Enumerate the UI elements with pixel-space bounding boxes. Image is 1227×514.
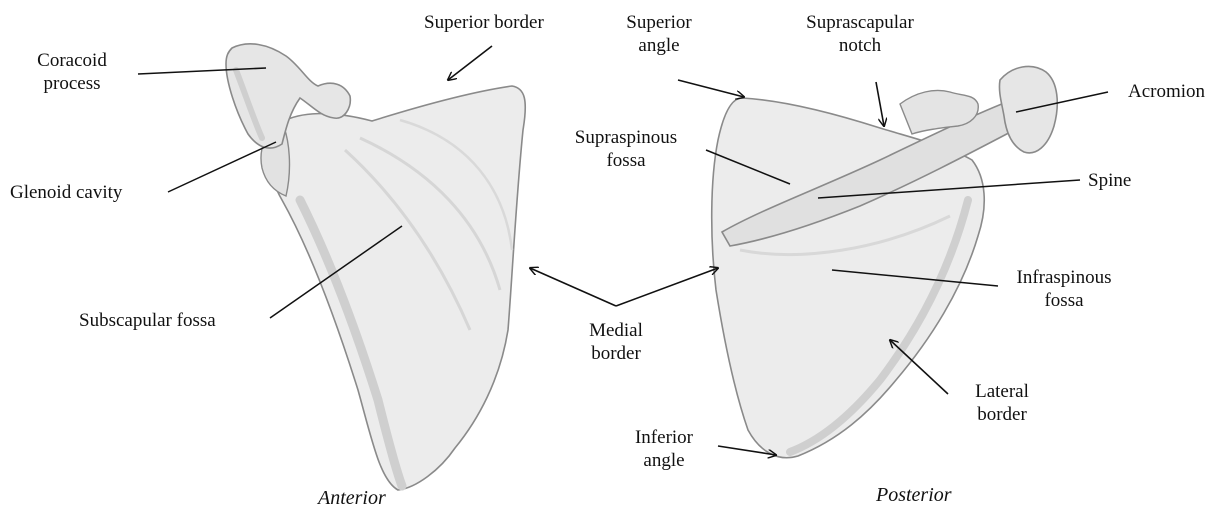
label-lateral-border: Lateral border [952,380,1052,426]
arrow-suprascapular-notch [876,82,884,126]
label-superior-angle-line-1: Superior [614,11,704,34]
label-medial-border: Medial border [568,319,664,365]
label-superior-border: Superior border [424,11,544,34]
arrow-superior-border [448,46,492,80]
label-suprascapular-line-1: Suprascapular [790,11,930,34]
label-acromion: Acromion [1128,80,1205,103]
label-spine: Spine [1088,169,1131,192]
label-coracoid-process: Coracoid process [20,49,124,95]
label-supraspinous-line-1: Supraspinous [552,126,700,149]
label-suprascapular-line-2: notch [790,34,930,57]
label-superior-angle: Superior angle [614,11,704,57]
caption-anterior: Anterior [318,487,386,510]
arrow-medial-border-anterior [530,268,616,306]
anterior-scapula-illustration [226,44,525,490]
arrow-superior-angle [678,80,744,97]
label-supraspinous-fossa: Supraspinous fossa [552,126,700,172]
anterior-scapula-body [271,86,526,490]
label-infraspinous-line-2: fossa [1004,289,1124,312]
label-lateral-line-1: Lateral [952,380,1052,403]
label-medial-line-1: Medial [568,319,664,342]
label-superior-angle-line-2: angle [614,34,704,57]
caption-posterior: Posterior [876,484,952,507]
leader-glenoid [168,142,276,192]
label-inferior-line-1: Inferior [612,426,716,449]
label-inferior-line-2: angle [612,449,716,472]
label-infraspinous-fossa: Infraspinous fossa [1004,266,1124,312]
label-coracoid-line-2: process [20,72,124,95]
label-subscapular-fossa: Subscapular fossa [79,309,216,332]
label-coracoid-line-1: Coracoid [20,49,124,72]
label-glenoid-cavity: Glenoid cavity [10,181,122,204]
label-suprascapular-notch: Suprascapular notch [790,11,930,57]
label-supraspinous-line-2: fossa [552,149,700,172]
arrow-medial-border-posterior [616,268,718,306]
label-lateral-line-2: border [952,403,1052,426]
label-inferior-angle: Inferior angle [612,426,716,472]
label-infraspinous-line-1: Infraspinous [1004,266,1124,289]
label-medial-line-2: border [568,342,664,365]
